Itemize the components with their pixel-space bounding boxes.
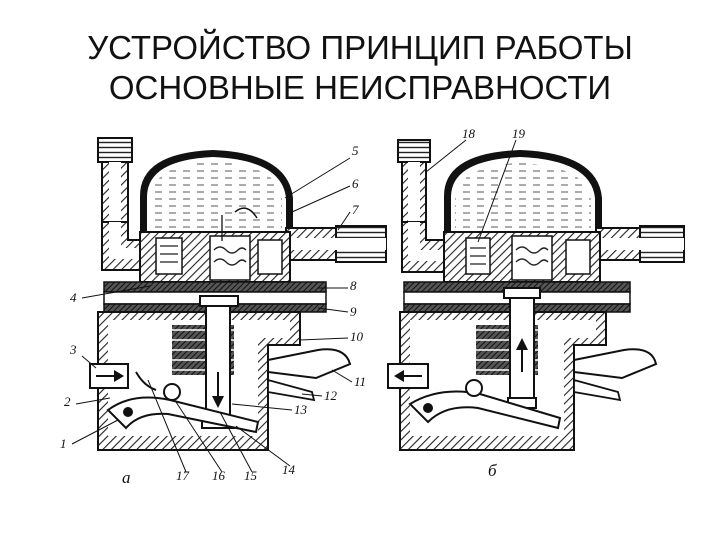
callouts-b: 18 19 б bbox=[462, 126, 526, 480]
label-2: 2 bbox=[64, 394, 71, 409]
pump-section-a bbox=[89, 137, 387, 451]
slide-title: УСТРОЙСТВО ПРИНЦИП РАБОТЫ ОСНОВНЫЕ НЕИСП… bbox=[0, 28, 720, 108]
label-5: 5 bbox=[352, 143, 359, 158]
label-19: 19 bbox=[512, 126, 526, 141]
caption-a: а bbox=[122, 468, 131, 487]
slide-title-line-2: ОСНОВНЫЕ НЕИСПРАВНОСТИ bbox=[108, 69, 612, 106]
leader-lines-a bbox=[71, 157, 353, 473]
label-15: 15 bbox=[244, 468, 258, 483]
pump-section-b bbox=[387, 139, 685, 451]
slide-title-line-1: УСТРОЙСТВО ПРИНЦИП РАБОТЫ bbox=[87, 29, 633, 66]
label-17: 17 bbox=[176, 468, 190, 483]
label-16: 16 bbox=[212, 468, 226, 483]
label-3: 3 bbox=[69, 342, 77, 357]
leader-lines-b bbox=[425, 139, 517, 243]
label-13: 13 bbox=[294, 402, 308, 417]
label-11: 11 bbox=[354, 374, 366, 389]
caption-b: б bbox=[488, 461, 497, 480]
label-10: 10 bbox=[350, 329, 364, 344]
label-14: 14 bbox=[282, 462, 296, 477]
label-7: 7 bbox=[352, 202, 359, 217]
label-9: 9 bbox=[350, 304, 357, 319]
label-18: 18 bbox=[462, 126, 476, 141]
label-8: 8 bbox=[350, 278, 357, 293]
label-4: 4 bbox=[70, 290, 77, 305]
label-6: 6 bbox=[352, 176, 359, 191]
label-1: 1 bbox=[60, 436, 67, 451]
callouts-a: 5 6 7 4 8 9 10 3 11 12 13 2 1 17 16 15 1… bbox=[60, 143, 366, 487]
label-12: 12 bbox=[324, 388, 338, 403]
